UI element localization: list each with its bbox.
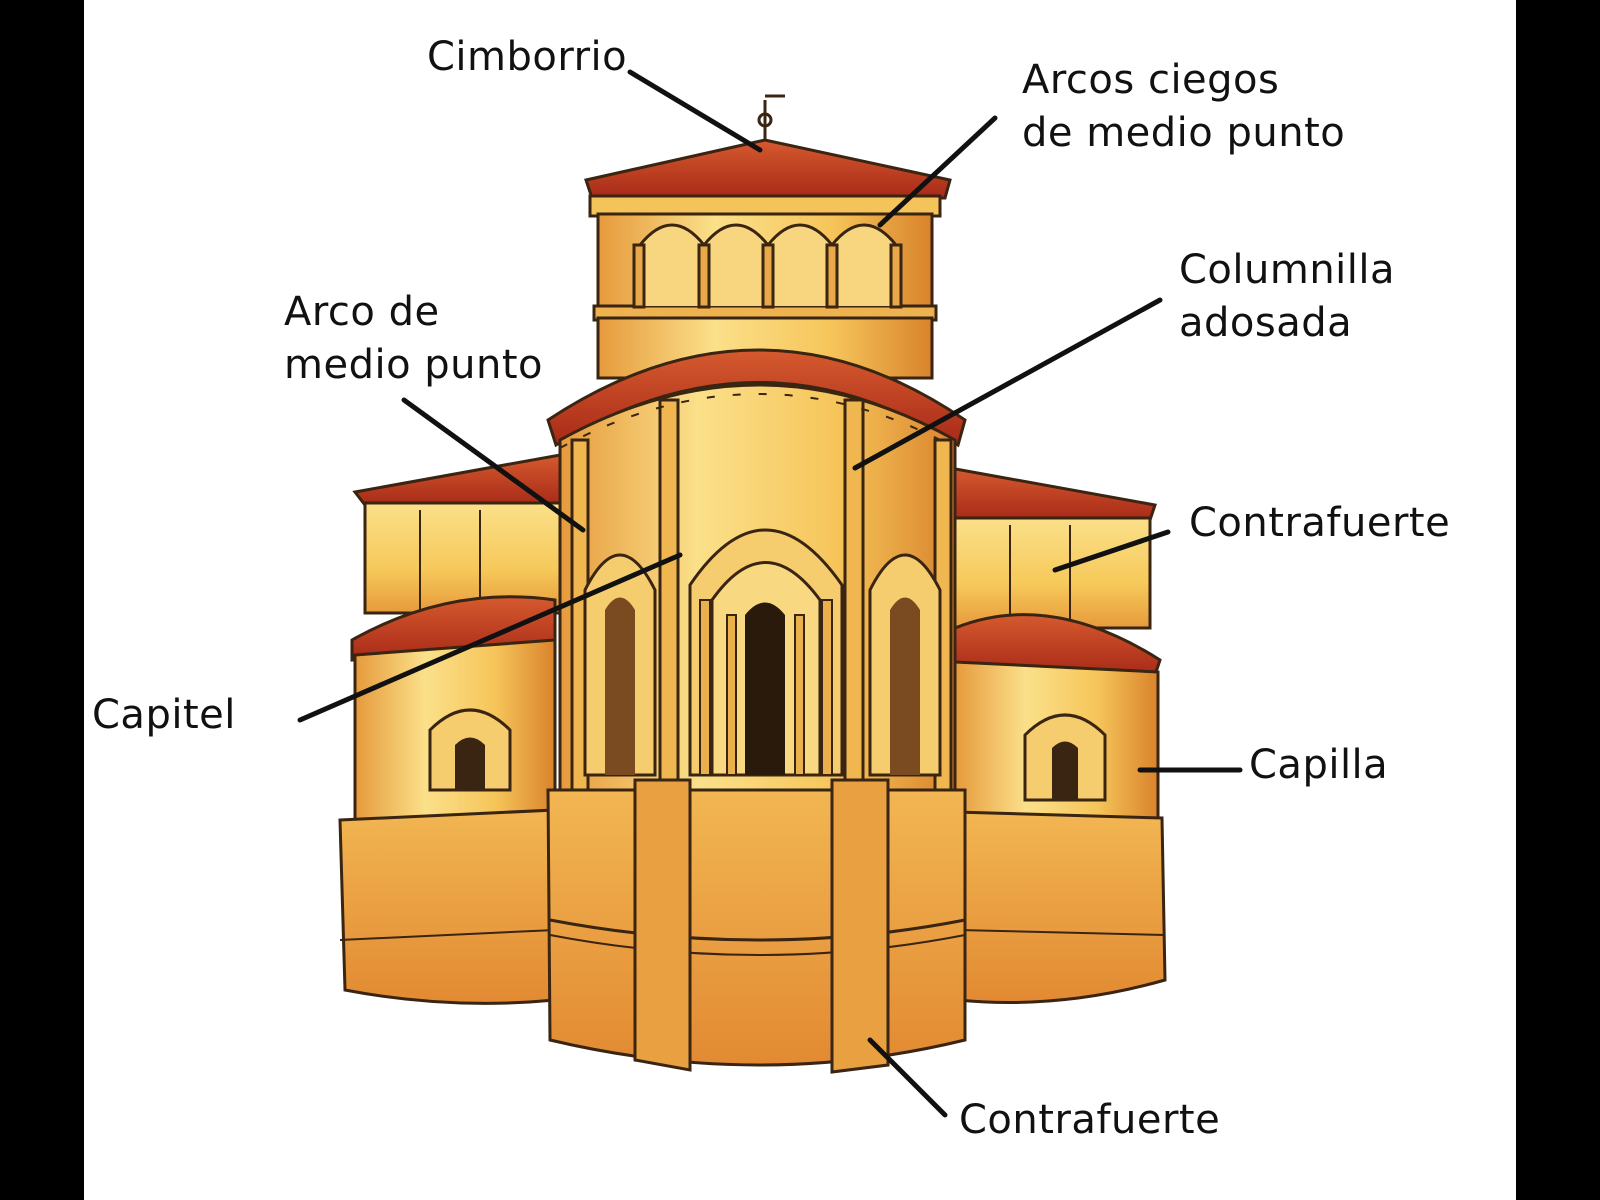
leader-arcos-ciegos [877, 115, 998, 228]
blind-arcade [638, 223, 898, 306]
right-transept [948, 466, 1157, 630]
label-capilla: Capilla [1249, 742, 1389, 788]
diagram-board: Cimborrio Arcos ciegos de medio punto Co… [84, 0, 1516, 1200]
left-chapel [338, 595, 557, 1005]
label-arcos-ciegos-line2: de medio punto [1022, 110, 1346, 156]
label-arcos-ciegos-line1: Arcos ciegos [1022, 57, 1280, 103]
label-capitel: Capitel [92, 692, 236, 738]
leader-contrafuerte-lower [867, 1037, 948, 1118]
label-contrafuerte-lower: Contrafuerte [959, 1097, 1221, 1143]
leader-arco-medio-punto [401, 397, 586, 533]
leader-capitel [297, 552, 683, 723]
label-cimborrio: Cimborrio [427, 34, 628, 80]
buttresses [633, 778, 890, 1074]
label-arco-line1: Arco de [284, 289, 440, 335]
leader-lines [297, 69, 1243, 1118]
leader-contrafuerte-upper [1052, 529, 1171, 573]
label-columnilla-line2: adosada [1179, 300, 1353, 346]
leader-cimborrio [627, 69, 763, 153]
leader-columnilla [852, 297, 1163, 471]
main-apse [546, 348, 967, 1074]
romanesque-church-illustration [338, 94, 1167, 1074]
label-columnilla-line1: Columnilla [1179, 247, 1396, 293]
label-contrafuerte-upper: Contrafuerte [1189, 500, 1451, 546]
label-arco-line2: medio punto [284, 342, 544, 388]
right-chapel [953, 613, 1167, 1004]
